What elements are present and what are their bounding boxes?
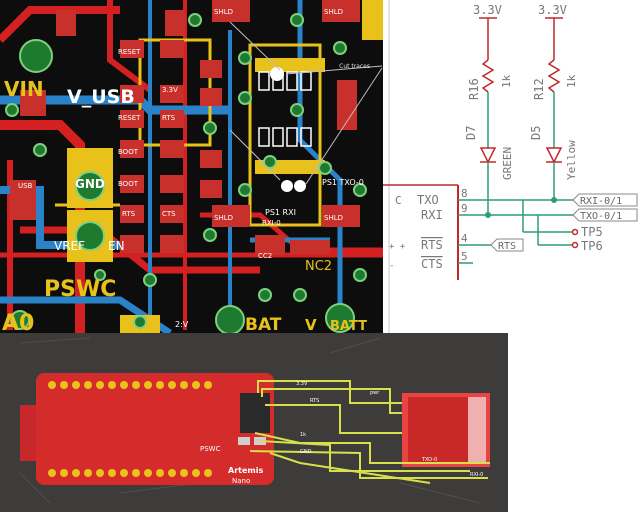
- hardware-photo-panel: PSWC Artemis Nano 3.3V pwr RTS 1k GND TX…: [0, 333, 508, 512]
- tp5-label: TP5: [581, 225, 603, 239]
- r16-resistor: [481, 59, 495, 93]
- batt-label: BATT: [330, 319, 367, 333]
- schematic-image: 3.3V R16 1k D7 GREEN 3.3V R12 1k D5 Yell…: [383, 0, 638, 333]
- tp6-label: TP6: [581, 239, 603, 253]
- d7-label: D7: [464, 126, 478, 140]
- vin-label: VIN: [4, 77, 44, 101]
- d7-color: GREEN: [501, 147, 514, 180]
- pin4-label: 4: [461, 232, 468, 245]
- pin8-label: 8: [461, 187, 468, 200]
- boot-label-1: BOOT: [118, 148, 139, 156]
- d5-led: [545, 147, 563, 164]
- cut-trace-marker-top: [270, 67, 284, 81]
- v-usb-label: V_USB: [67, 86, 135, 108]
- r12-label: R12: [532, 78, 546, 100]
- board-label-1: Artemis: [228, 466, 263, 475]
- cts-label: CTS: [162, 210, 176, 218]
- cut-trace-marker-left: [281, 180, 293, 192]
- txo-pin-label: TXO: [417, 193, 439, 207]
- a0-label: A0: [2, 311, 34, 333]
- rts-label-1: RTS: [162, 114, 176, 122]
- rxi-flag-label: RXI-0/1: [580, 196, 622, 207]
- wire-label-5: TXO-0: [421, 457, 437, 463]
- reset-label-1: RESET: [118, 48, 141, 56]
- gnd-label: GND: [75, 177, 105, 191]
- shld-label-4: SHLD: [324, 214, 343, 222]
- v-label: V: [305, 316, 317, 333]
- two-v-label: 2:V: [175, 320, 189, 329]
- shld-label-3: SHLD: [214, 214, 233, 222]
- cc2-label: CC2: [258, 252, 272, 260]
- plus-marks: + +: [389, 242, 406, 252]
- txo-flag-label: TXO-0/1: [580, 211, 622, 222]
- d5-label: D5: [529, 126, 543, 140]
- cts-pin-label: CTS: [421, 257, 443, 271]
- pin9-label: 9: [461, 202, 468, 215]
- wire-label-0: 3.3V: [296, 381, 308, 387]
- c-label: C: [395, 194, 402, 207]
- v33-label: 3.3V: [162, 86, 178, 94]
- vref-label: VREF: [54, 239, 85, 253]
- reset-label-2: RESET: [118, 114, 141, 122]
- en-label: EN: [108, 239, 125, 253]
- wire-label-6: RXI-0: [470, 472, 483, 478]
- cut-traces-label: Cut traces: [339, 63, 370, 70]
- cut-trace-marker-right: [294, 180, 306, 192]
- rts-pin-label: RTS: [421, 238, 443, 252]
- r16-value: 1k: [500, 74, 513, 88]
- usb-label: USB: [18, 182, 33, 190]
- shld-label-1: SHLD: [214, 8, 233, 16]
- r16-label: R16: [467, 78, 481, 100]
- rxi0-label: RXI-0: [262, 219, 281, 227]
- nc2-label: NC2: [305, 259, 332, 274]
- schematic-panel: 3.3V R16 1k D7 GREEN 3.3V R12 1k D5 Yell…: [383, 0, 640, 333]
- wire-label-2: RTS: [310, 398, 319, 404]
- txo-flag: [572, 208, 638, 222]
- hardware-photo: PSWC Artemis Nano 3.3V pwr RTS 1k GND TX…: [0, 333, 508, 512]
- rts-flag: [490, 238, 524, 252]
- ps1-txo-label: PS1 TXO-0: [322, 178, 364, 187]
- r12-value: 1k: [565, 74, 578, 88]
- d7-led: [479, 147, 497, 164]
- bat-label: BAT: [245, 315, 282, 333]
- boot-label-2: BOOT: [118, 180, 139, 188]
- rxi-flag: [572, 193, 638, 207]
- pswc-label: PSWC: [44, 277, 116, 302]
- blank-area: [508, 333, 640, 512]
- board-label-2: Nano: [232, 477, 250, 485]
- supply1-label: 3.3V: [473, 3, 502, 17]
- supply2-label: 3.3V: [538, 3, 567, 17]
- pcb-layout-image: Cut traces VIN V_USB GND VREF EN PSWC A0…: [0, 0, 383, 333]
- pcb-layout-panel: Cut traces VIN V_USB GND VREF EN PSWC A0…: [0, 0, 383, 333]
- rts-label-2: RTS: [122, 210, 136, 218]
- board-pswc: PSWC: [200, 445, 221, 453]
- shld-label-2: SHLD: [324, 8, 343, 16]
- rxi-pin-label: RXI: [421, 208, 443, 222]
- d5-color: Yellow: [565, 140, 578, 180]
- wire-label-4: GND: [300, 449, 312, 455]
- artemis-nano-board: [36, 373, 274, 485]
- r12-resistor: [547, 59, 561, 93]
- minus-mark: -: [389, 261, 394, 271]
- wire-label-1: pwr: [370, 390, 380, 396]
- wire-label-3: 1k: [300, 432, 306, 438]
- rts-flag-label: RTS: [498, 241, 516, 252]
- pin5-label: 5: [461, 250, 468, 263]
- ps1-rxi-label: PS1 RXI: [265, 208, 296, 217]
